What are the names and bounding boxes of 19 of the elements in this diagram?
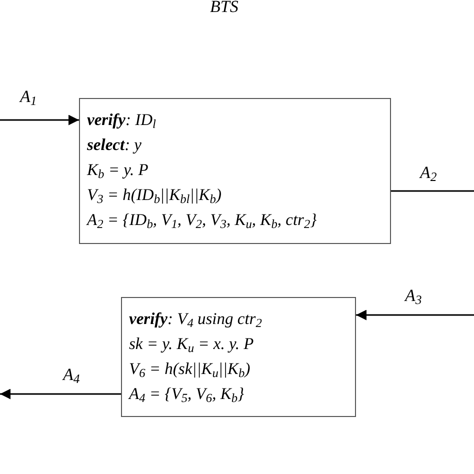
- formula-line: V$_{6}$ = h(sk||K$_{u}$||K$_{b}$): [129, 358, 252, 381]
- arrow: [0, 388, 121, 400]
- formula-line: verify: ID$_{l}$: [87, 109, 157, 132]
- formula-line: V$_{3}$ = h(ID$_{b}$||K$_{bl}$||K$_{b}$): [87, 184, 222, 207]
- formula-line: select: y: [87, 134, 143, 156]
- formula-line: sk = y. K$_{u}$ = x. y. P: [129, 333, 255, 356]
- title: BTS: [210, 0, 238, 18]
- edge-label: A$_{2}$: [420, 164, 437, 181]
- edge-label: A$_{3}$: [405, 287, 422, 304]
- edge-label: A$_{4}$: [63, 366, 80, 383]
- process-box: [121, 297, 356, 417]
- formula-line: K$_{b}$ = y. P: [87, 159, 150, 182]
- formula-line: verify: V$_{4}$ using ctr$_{2}$: [129, 308, 263, 331]
- edge-label: A$_{1}$: [20, 88, 37, 105]
- arrow: [0, 114, 79, 126]
- formula-line: A$_{2}$ = {ID$_{b}$, V$_{1}$, V$_{2}$, V$_{3}$, K$_{u}$, K$_{b}$, ctr$_{2}$}: [87, 209, 318, 232]
- arrow: [356, 310, 474, 320]
- process-box: [79, 98, 391, 244]
- formula-line: A$_{4}$ = {V$_{5}$, V$_{6}$, K$_{b}$}: [129, 383, 246, 406]
